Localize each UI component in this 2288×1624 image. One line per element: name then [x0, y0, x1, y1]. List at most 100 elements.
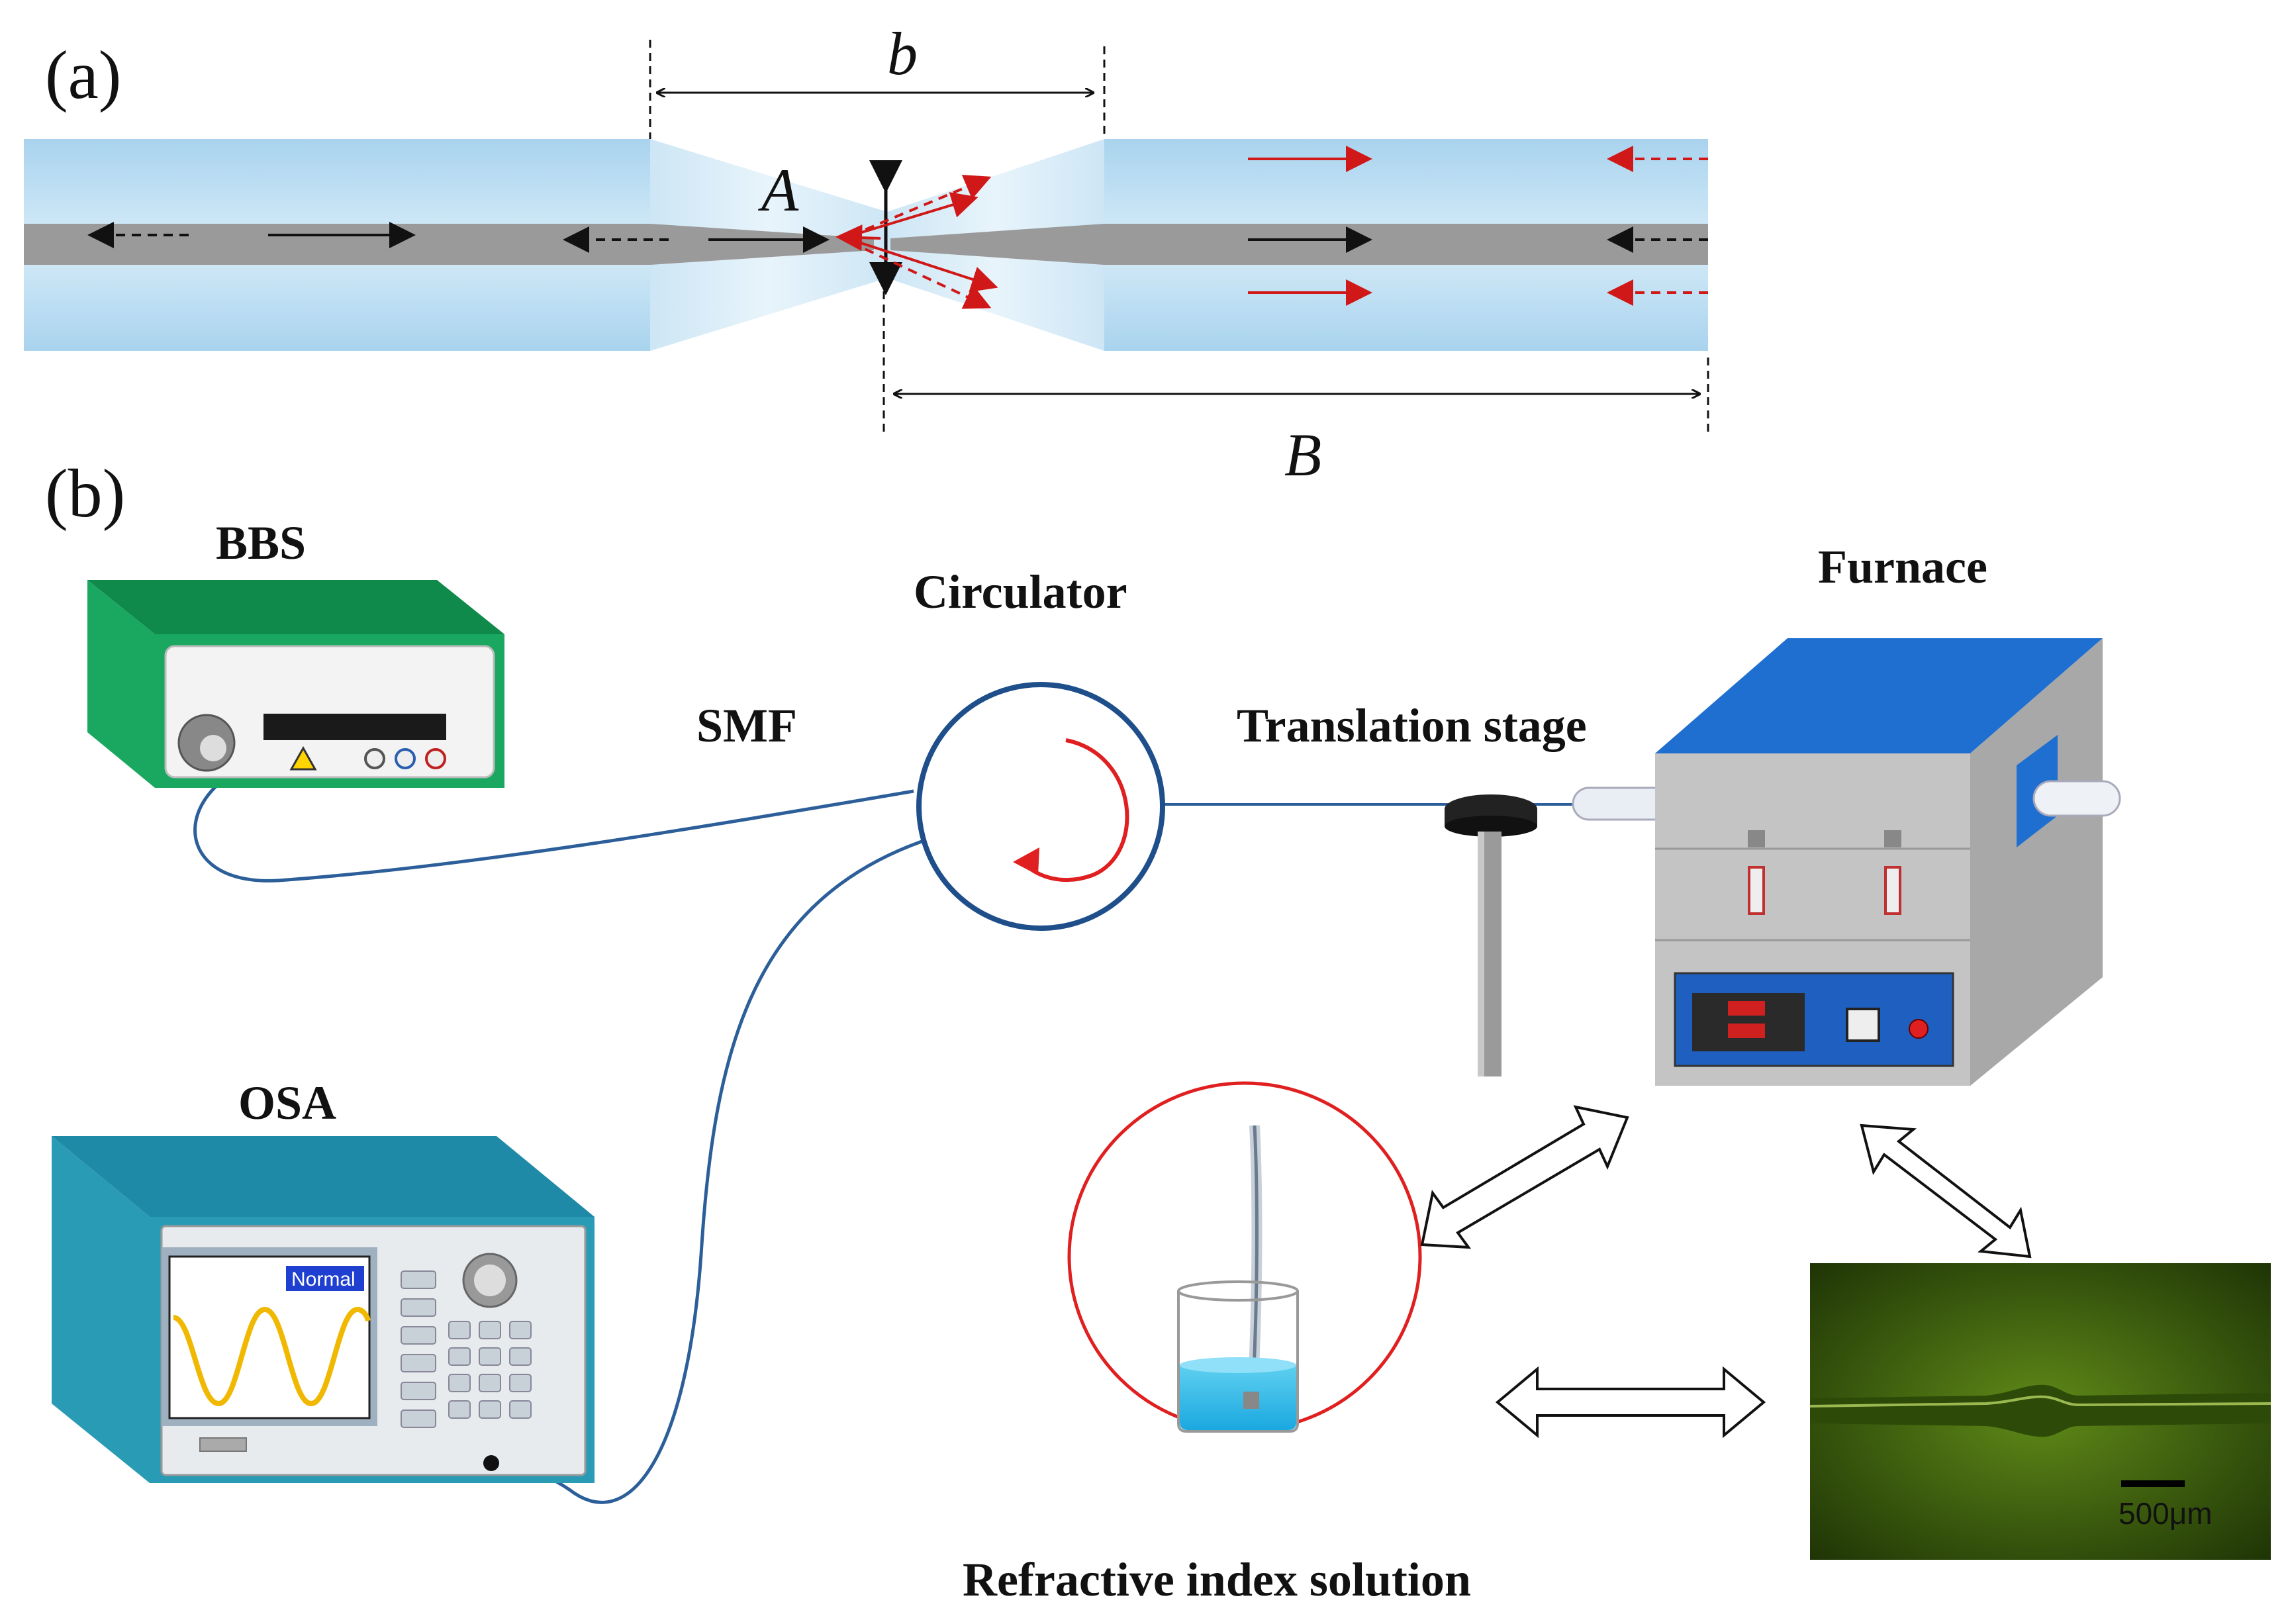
stage-post-highlight — [1478, 832, 1484, 1076]
scatter-up-solid — [850, 192, 978, 237]
scale-bar-label: 500μm — [2119, 1496, 2213, 1531]
osa-side — [52, 1136, 150, 1483]
panel-a: (a) b B A — [24, 20, 1709, 489]
fiber-structure — [24, 139, 1708, 351]
double-arrow-solution-furnace — [1420, 1105, 1629, 1249]
osa-key — [509, 1347, 532, 1366]
osa-key — [479, 1321, 501, 1339]
furnace-top — [1655, 638, 2103, 753]
fiber-bbs-to-circulator — [193, 753, 914, 883]
osa-keypad — [401, 1270, 532, 1428]
core-arrows — [87, 222, 1708, 253]
bbs-button-3 — [425, 748, 446, 769]
circulator-icon — [916, 682, 1165, 931]
circulator-arrow-path — [1021, 738, 1129, 882]
scatter-up-dashed — [850, 174, 992, 237]
point-label-A: A — [757, 156, 799, 224]
osa-key — [509, 1374, 532, 1392]
osa-spectrum-trace — [172, 1306, 371, 1407]
beaker-liquid — [1180, 1365, 1296, 1430]
osa-key — [479, 1400, 501, 1419]
beaker-rim — [1177, 1280, 1299, 1302]
dim-label-B: B — [1284, 421, 1321, 489]
left-core — [24, 224, 874, 265]
relation-arrows — [1420, 1105, 2032, 1439]
osa-top — [52, 1136, 595, 1217]
osa-key — [401, 1382, 436, 1400]
bbs-button-2 — [395, 748, 416, 769]
translation-stage-icon — [1445, 794, 1537, 1076]
double-arrow-furnace-micrograph — [1860, 1123, 2032, 1259]
furnace-readout-1 — [1728, 1001, 1765, 1016]
circulator-arrowhead — [1013, 847, 1039, 875]
furnace-side — [1970, 638, 2103, 1086]
scale-bar — [2121, 1480, 2185, 1487]
bbs-button-1 — [364, 748, 385, 769]
micrograph-fiber — [1810, 1384, 2271, 1437]
furnace-icon — [1572, 638, 2121, 1086]
osa-label: OSA — [238, 1076, 336, 1129]
beaker-icon — [1177, 1291, 1299, 1433]
stage-clamp-bottom — [1445, 816, 1537, 837]
dim-label-b: b — [887, 20, 918, 87]
sample-fiber-core — [1251, 1125, 1259, 1398]
right-core — [890, 224, 1708, 265]
osa-key — [479, 1374, 501, 1392]
osa-key — [401, 1326, 436, 1345]
furnace-tube-right — [2032, 780, 2121, 817]
bbs-top — [87, 580, 504, 634]
circulator-label: Circulator — [914, 565, 1127, 618]
smf-label: SMF — [696, 699, 797, 752]
furnace-latch-1 — [1748, 830, 1765, 847]
osa-key — [448, 1321, 471, 1339]
bbs-side — [87, 580, 155, 788]
scatter-down-dashed — [850, 241, 992, 309]
osa-screen — [168, 1255, 371, 1419]
sample-tip — [1243, 1392, 1259, 1409]
furnace-readout-2 — [1728, 1024, 1765, 1038]
furnace-latch-2 — [1884, 830, 1901, 847]
bbs-display — [263, 714, 446, 740]
furnace-handle-2 — [1884, 866, 1901, 915]
double-arrow-solution-micrograph — [1495, 1366, 1766, 1439]
osa-mode-text: Normal — [291, 1268, 356, 1290]
osa-fiber-port — [483, 1455, 499, 1471]
reflect-arrow — [835, 224, 881, 252]
bbs-instrument — [87, 580, 504, 788]
osa-key — [448, 1347, 471, 1366]
osa-key — [401, 1409, 436, 1428]
bbs-front-panel — [164, 645, 495, 779]
bbs-knob-highlight — [200, 735, 226, 761]
cladding-arrows — [835, 146, 1708, 309]
panel-a-label: (a) — [45, 37, 121, 113]
bbs-warning-icon — [289, 745, 317, 771]
translation-stage-label: Translation stage — [1237, 699, 1587, 752]
osa-key — [509, 1400, 532, 1419]
circulator-ring — [916, 682, 1165, 931]
bbs-label: BBS — [216, 516, 306, 569]
osa-dial-center — [474, 1265, 506, 1296]
furnace-indicator-light — [1909, 1019, 1929, 1039]
osa-port — [199, 1437, 247, 1452]
osa-key — [401, 1270, 436, 1289]
fiber-circulator-to-osa — [489, 839, 924, 1504]
osa-key — [401, 1354, 436, 1372]
osa-key — [509, 1321, 532, 1339]
micrograph-image: 500μm — [1809, 1263, 2271, 1560]
furnace-label: Furnace — [1818, 540, 1987, 593]
osa-key — [401, 1298, 436, 1317]
osa-key — [448, 1374, 471, 1392]
furnace-handle-1 — [1748, 866, 1765, 915]
refractive-solution-label: Refractive index solution — [963, 1553, 1471, 1606]
osa-key — [448, 1400, 471, 1419]
refractive-solution-icon — [1067, 1081, 1422, 1433]
micrograph-fiber-highlight — [1809, 1395, 2271, 1408]
panel-b-label: (b) — [45, 455, 125, 532]
osa-instrument: Normal — [52, 1136, 595, 1483]
furnace-power-switch — [1846, 1008, 1880, 1042]
liquid-surface — [1180, 1357, 1296, 1373]
osa-key — [479, 1347, 501, 1366]
osa-mode-badge — [286, 1266, 364, 1291]
